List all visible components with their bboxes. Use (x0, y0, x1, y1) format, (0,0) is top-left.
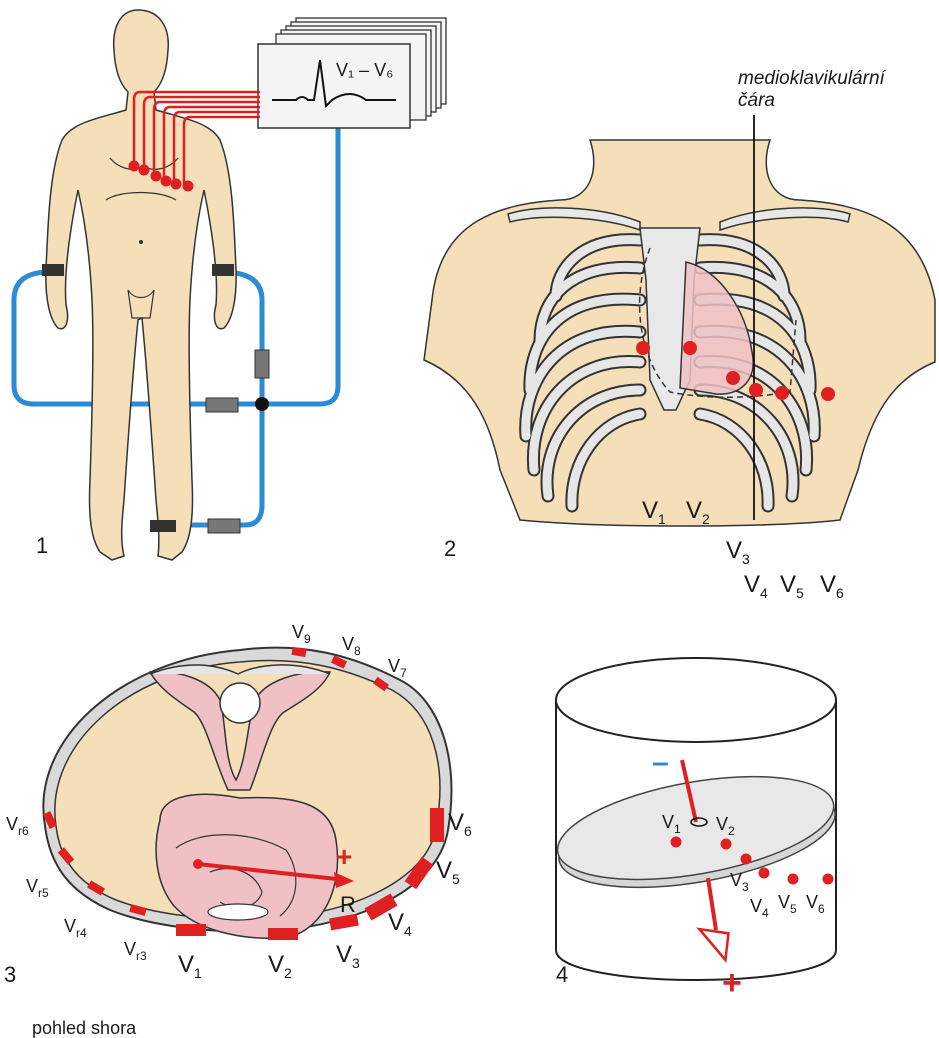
ankle-clamp (150, 520, 176, 532)
cable-connector (208, 519, 240, 533)
panel-4-cylinder: – + V1 V2 V3 V4 V5 V6 4 (550, 658, 843, 1002)
electrode-v6 (430, 808, 444, 842)
electrode-v2 (139, 165, 150, 176)
cable-connector (206, 398, 238, 412)
lead-label-v6: V6 (820, 571, 844, 601)
lead-label-v8: V8 (342, 634, 361, 658)
plus-sign: + (722, 964, 742, 1002)
electrode-v1 (636, 341, 650, 355)
midclavicular-label: medioklavikulární (738, 68, 887, 89)
lead-label-v6: V6 (448, 809, 472, 839)
panel-number-4: 4 (556, 962, 568, 987)
vertebra (220, 683, 260, 723)
electrode-v4 (759, 868, 770, 879)
lead-label-v2: V2 (268, 951, 292, 981)
electrode-v4 (161, 176, 172, 187)
cable-junction (255, 397, 269, 411)
panel-1-body-figure: V₁ – V₆ 1 (14, 10, 446, 560)
minus-sign: – (652, 746, 669, 779)
lead-label-vr5: Vr5 (26, 876, 49, 900)
midclavicular-label-2: čára (738, 90, 775, 111)
lead-label-v5: V5 (780, 571, 804, 601)
electrode-v2 (721, 839, 732, 850)
electrode-v5 (788, 874, 799, 885)
ecg-monitor: V₁ – V₆ (258, 18, 446, 128)
electrode-v4 (749, 383, 763, 397)
electrode-v3 (151, 171, 162, 182)
lead-label-v4: V4 (744, 571, 768, 601)
electrode-v2 (268, 928, 298, 940)
electrode-v1 (671, 837, 682, 848)
panel-number-3: 3 (4, 962, 16, 987)
panel-number-1: 1 (36, 533, 48, 558)
panel-2-chest: medioklavikulární čára V1 V2 V3 V4 V5 V6… (424, 68, 935, 601)
panel-number-2: 2 (444, 536, 456, 561)
lead-label-vr3: Vr3 (124, 939, 147, 963)
electrode-v6 (821, 387, 835, 401)
monitor-label: V₁ – V₆ (336, 60, 393, 80)
wrist-clamp (42, 264, 64, 276)
view-caption: pohled shora (32, 1018, 137, 1038)
monitor-cable (262, 126, 338, 404)
electrode-v5 (171, 179, 182, 190)
lead-label-v1: V1 (178, 951, 202, 981)
electrode-v5 (775, 386, 789, 400)
cable-connector (255, 350, 269, 378)
lead-label-v3: V3 (726, 537, 750, 567)
panel-3-cross-section: + R V9 V8 V7 V6 V5 V4 V3 V2 V1 Vr3 Vr4 (4, 622, 472, 1038)
electrode-v6 (183, 181, 194, 192)
lead-label-vr6: Vr6 (6, 814, 29, 838)
wrist-clamp (212, 264, 234, 276)
electrode-v6 (823, 874, 834, 885)
electrode-v2 (683, 341, 697, 355)
lead-label-v3: V3 (336, 941, 360, 971)
lead-label-v4: V4 (388, 909, 412, 939)
lead-label-v9: V9 (292, 622, 311, 646)
vector-label: R (340, 892, 356, 917)
electrode-v1 (176, 924, 206, 936)
lead-label-v5: V5 (436, 857, 460, 887)
vector-plus-sign: + (336, 841, 352, 872)
sternum-section (208, 904, 268, 920)
electrode-v3 (741, 854, 752, 865)
lead-label-vr4: Vr4 (64, 916, 87, 940)
electrode-v1 (129, 161, 140, 172)
electrode-v3 (726, 371, 740, 385)
cylinder-top (556, 658, 836, 742)
